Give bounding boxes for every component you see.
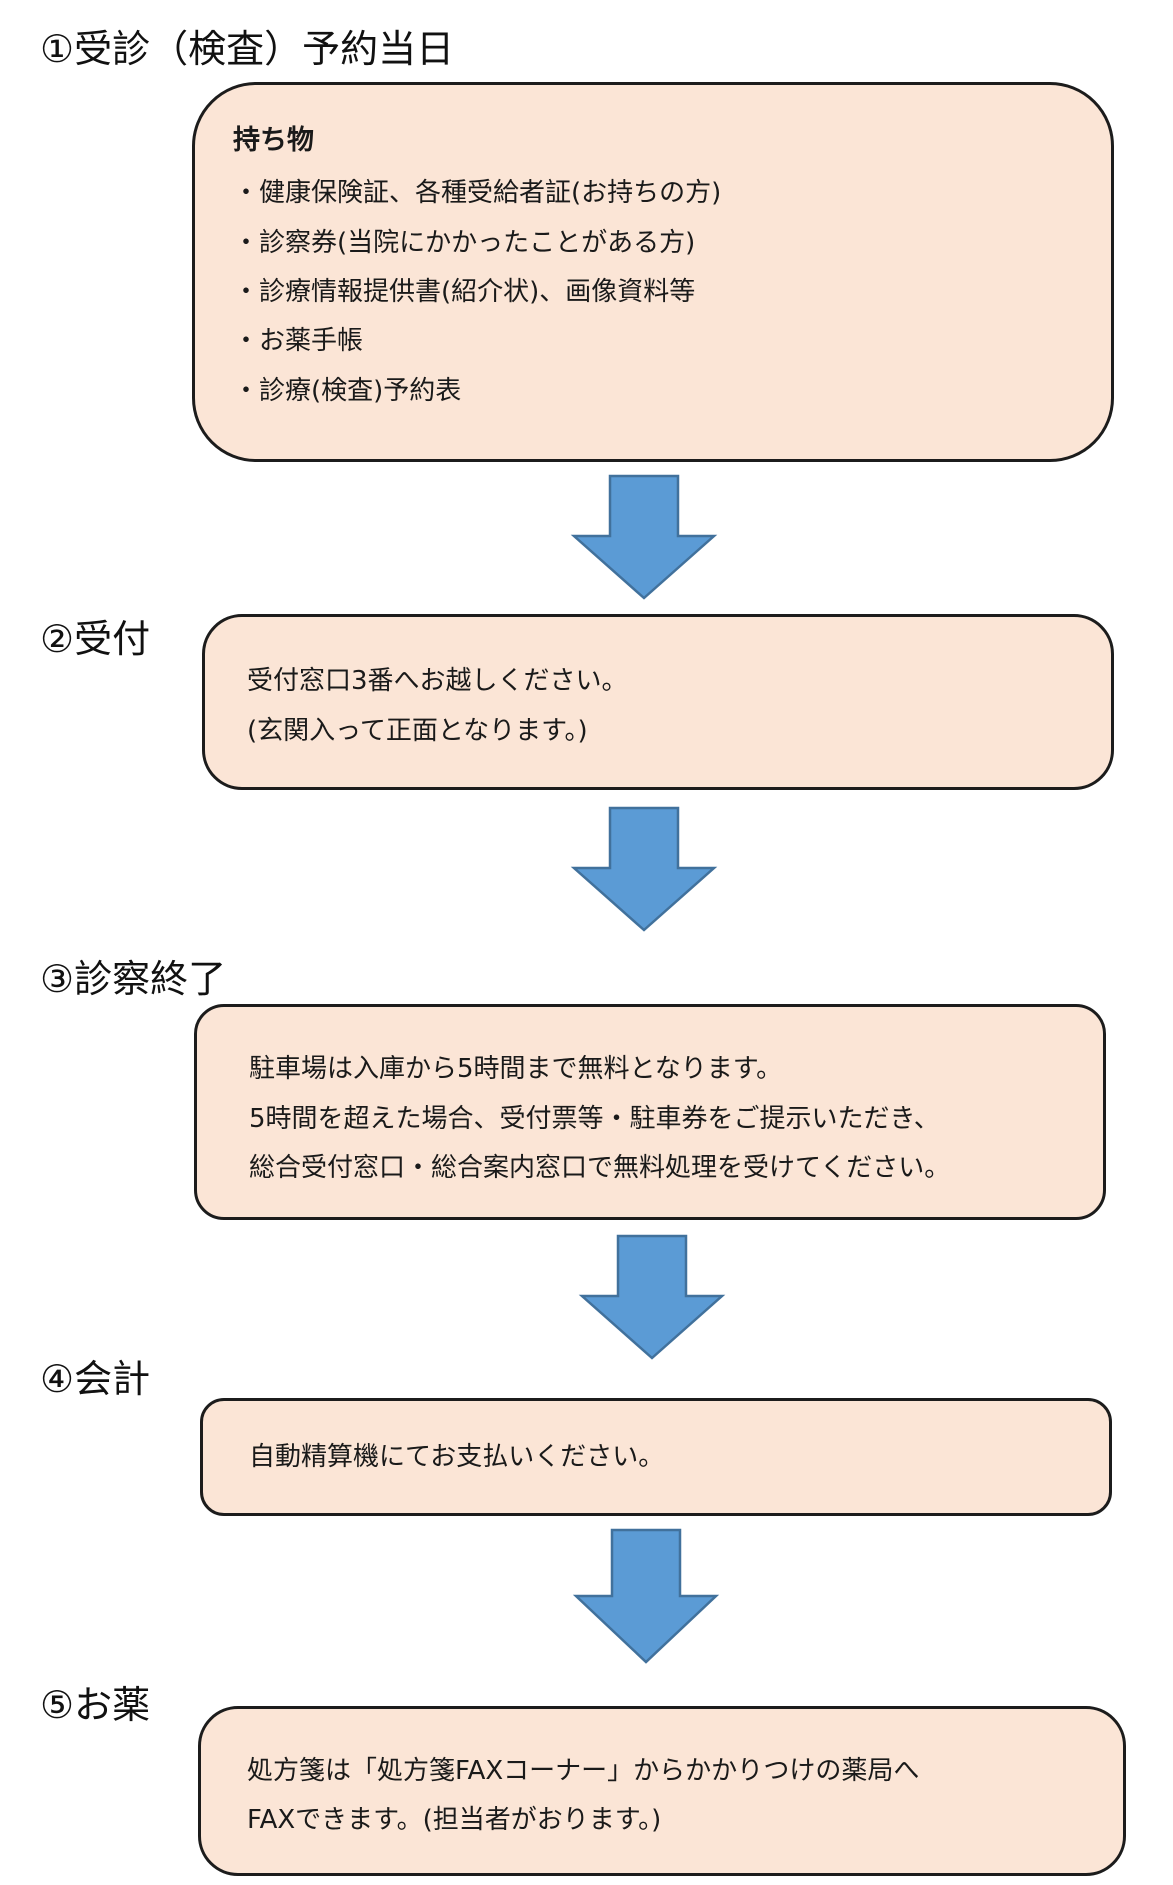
- step-5-box: 処方箋は「処方箋FAXコーナー」からかかりつけの薬局へ FAXできます。(担当者…: [198, 1706, 1126, 1876]
- step-5-line-1: 処方箋は「処方箋FAXコーナー」からかかりつけの薬局へ: [247, 1756, 920, 1786]
- down-arrow-icon-1: [570, 474, 718, 600]
- step-3-line-2: 5時間を超えた場合、受付票等・駐車券をご提示いただき、: [249, 1104, 940, 1134]
- step-1-line-1: ・健康保険証、各種受給者証(お持ちの方): [233, 178, 722, 208]
- step-5-title: ⑤お薬: [40, 1683, 151, 1727]
- step-1-title: ①受診（検査）予約当日: [40, 27, 455, 71]
- step-1-heading: 持ち物: [233, 125, 314, 156]
- step-1-line-3: ・診療情報提供書(紹介状)、画像資料等: [233, 277, 696, 307]
- step-3-line-1: 駐車場は入庫から5時間まで無料となります。: [249, 1054, 783, 1084]
- step-5-line-2: FAXできます。(担当者がおります。): [247, 1805, 662, 1835]
- step-2-line-1: 受付窓口3番へお越しください。: [247, 666, 628, 696]
- step-2-title: ②受付: [40, 617, 151, 661]
- down-arrow-icon-3: [578, 1234, 726, 1360]
- step-4-line-1: 自動精算機にてお支払いください。: [249, 1442, 665, 1472]
- down-arrow-icon-4: [572, 1528, 720, 1664]
- step-1-line-5: ・診療(検査)予約表: [233, 376, 462, 406]
- step-1-box: 持ち物 ・健康保険証、各種受給者証(お持ちの方) ・診察券(当院にかかったことが…: [192, 82, 1114, 462]
- step-2-line-2: (玄関入って正面となります。): [247, 716, 588, 746]
- step-1-line-4: ・お薬手帳: [233, 326, 364, 356]
- step-1-line-2: ・診察券(当院にかかったことがある方): [233, 228, 696, 258]
- step-3-box: 駐車場は入庫から5時間まで無料となります。 5時間を超えた場合、受付票等・駐車券…: [194, 1004, 1106, 1220]
- step-4-box: 自動精算機にてお支払いください。: [200, 1398, 1112, 1516]
- down-arrow-icon-2: [570, 806, 718, 932]
- step-2-box: 受付窓口3番へお越しください。 (玄関入って正面となります。): [202, 614, 1114, 790]
- step-3-title: ③診察終了: [40, 957, 227, 1001]
- step-3-line-3: 総合受付窓口・総合案内窓口で無料処理を受けてください。: [249, 1153, 951, 1183]
- step-4-title: ④会計: [40, 1357, 151, 1401]
